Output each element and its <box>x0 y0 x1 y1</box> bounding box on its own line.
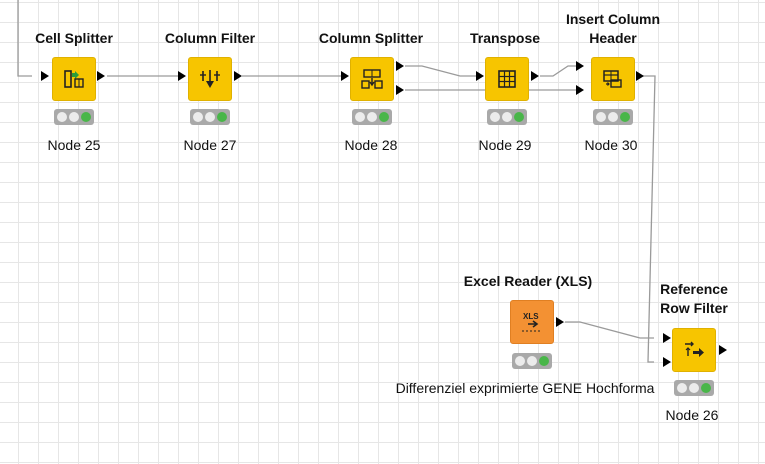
excel-reader-icon-text: XLS <box>523 312 539 321</box>
node-label[interactable]: Node 25 <box>47 137 101 153</box>
column-filter-icon <box>200 70 220 88</box>
cell-splitter-icon <box>64 70 84 88</box>
node-label[interactable]: Node 29 <box>478 137 532 153</box>
output-port <box>531 71 539 81</box>
output-port <box>556 317 564 327</box>
node-label[interactable]: Node 30 <box>584 137 638 153</box>
node-title-reference-row-filter[interactable]: Reference Row Filter <box>660 280 728 318</box>
input-port <box>178 71 186 81</box>
input-port <box>576 61 584 71</box>
cell-splitter-node[interactable] <box>52 57 96 101</box>
node-title-line: Header <box>589 30 637 46</box>
node-title-line: Row Filter <box>660 300 728 316</box>
input-port <box>663 357 671 367</box>
insert-column-header-node[interactable] <box>591 57 635 101</box>
reference-row-filter-icon <box>685 341 704 357</box>
output-port <box>396 85 404 95</box>
excel-reader-icon: XLS <box>522 312 540 332</box>
input-port <box>41 71 49 81</box>
node-title-line: Reference <box>660 281 728 297</box>
output-port <box>97 71 105 81</box>
column-filter-node[interactable] <box>188 57 232 101</box>
node-label[interactable]: Node 27 <box>183 137 237 153</box>
transpose-node[interactable] <box>485 57 529 101</box>
excel-reader-node[interactable]: XLS <box>510 300 554 344</box>
output-port <box>719 345 727 355</box>
node-title-cell-splitter[interactable]: Cell Splitter <box>35 30 113 46</box>
input-port <box>476 71 484 81</box>
node-label[interactable]: Node 28 <box>344 137 398 153</box>
node-title-excel-reader[interactable]: Excel Reader (XLS) <box>463 273 593 289</box>
insert-column-header-icon <box>603 70 622 88</box>
connection-wire-excel-26 <box>565 321 654 339</box>
node-title-column-filter[interactable]: Column Filter <box>164 30 256 46</box>
node-status-traffic-light <box>593 109 633 125</box>
node-status-traffic-light <box>54 109 94 125</box>
output-port <box>234 71 242 81</box>
node-label[interactable]: Node 26 <box>665 407 719 423</box>
input-port <box>576 85 584 95</box>
node-label[interactable]: Differenziel exprimierte GENE Hochforma <box>395 380 655 396</box>
connection-wire-28-29-top <box>405 65 476 77</box>
output-port <box>396 61 404 71</box>
node-title-line: Insert Column <box>565 11 661 27</box>
input-port <box>663 333 671 343</box>
column-splitter-icon <box>361 69 383 89</box>
node-title-column-splitter[interactable]: Column Splitter <box>318 30 424 46</box>
node-status-traffic-light <box>512 353 552 369</box>
node-status-traffic-light <box>674 380 714 396</box>
node-status-traffic-light <box>487 109 527 125</box>
node-title-transpose[interactable]: Transpose <box>469 30 541 46</box>
node-status-traffic-light <box>190 109 230 125</box>
transpose-icon <box>498 70 516 88</box>
output-port <box>636 71 644 81</box>
connection-wire-input <box>17 0 32 77</box>
connection-wire-30-26 <box>640 75 656 363</box>
reference-row-filter-node[interactable] <box>672 328 716 372</box>
input-port <box>341 71 349 81</box>
connection-wire-29-30 <box>540 65 576 77</box>
column-splitter-node[interactable] <box>350 57 394 101</box>
node-title-insert-column-header[interactable]: Insert Column Header <box>566 10 660 48</box>
node-status-traffic-light <box>352 109 392 125</box>
